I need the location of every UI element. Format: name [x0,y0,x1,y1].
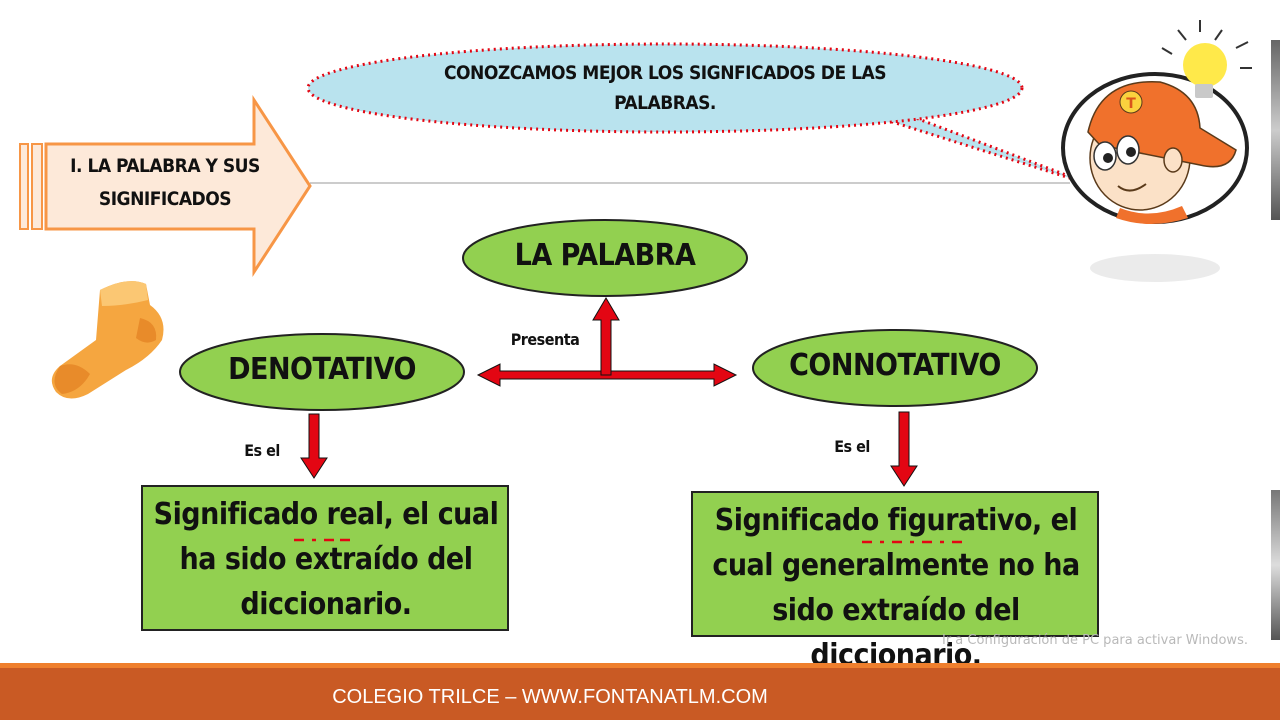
section-arrow [19,94,312,278]
window-edge-strip-lower [1271,490,1280,640]
node-denotativo: DENOTATIVO [228,352,416,387]
node-la-palabra-shape [462,219,748,297]
svg-text:T: T [1126,96,1136,112]
node-la-palabra: LA PALABRA [514,238,696,273]
footer-bar: COLEGIO TRILCE – WWW.FONTANATLM.COM [0,663,1280,720]
sock-icon [51,281,164,399]
section-title: I. LA PALABRA Y SUS SIGNIFICADOS [70,155,260,210]
light-bulb-icon [1161,20,1252,98]
node-connotativo: CONNOTATIVO [789,348,1001,383]
definition-box-left-shape [141,485,509,631]
footer-text: COLEGIO TRILCE – WWW.FONTANATLM.COM [332,686,768,708]
connector-arrows [300,297,918,487]
connector-label-presenta: Presenta [510,330,580,349]
definition-box-right-shape [691,491,1099,637]
link-label-right: Es el [834,437,870,456]
window-edge-strip [1271,40,1280,220]
definition-connotativo: Significado figurativo, el cual generalm… [712,503,1080,673]
node-denotativo-shape [179,333,465,411]
node-connotativo-shape [752,329,1038,407]
cartoon-boy-icon: T [1061,72,1249,282]
speech-bubble [306,42,1096,188]
windows-activation-watermark: Ir a Configuración de PC para activar Wi… [942,633,1248,648]
speech-bubble-text: CONOZCAMOS MEJOR LOS SIGNFICADOS DE LAS … [443,62,887,114]
link-label-left: Es el [244,441,280,460]
definition-denotativo: Significado real, el cual ha sido extraí… [153,497,499,622]
